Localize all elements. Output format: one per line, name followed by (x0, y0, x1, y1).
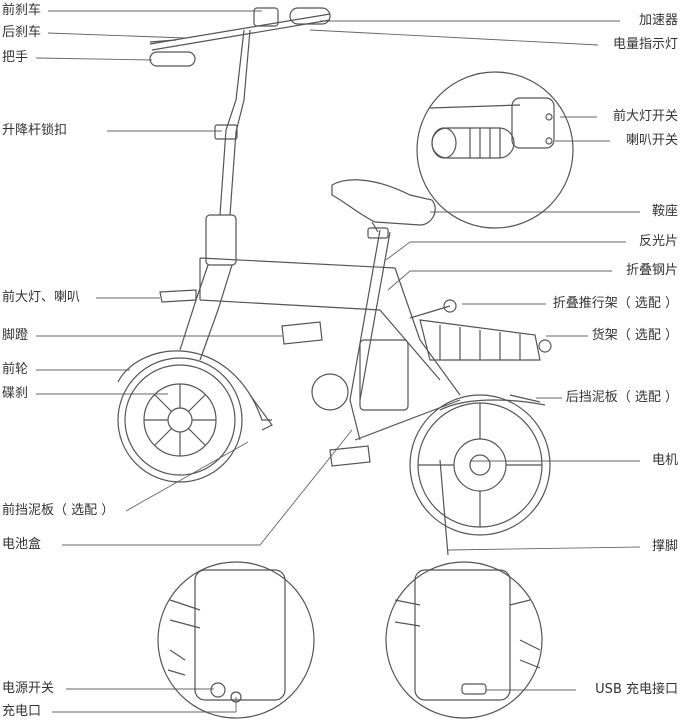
label-rear-fender: 后挡泥板（ 选配 ） (565, 390, 678, 405)
label-pedal: 脚蹬 (2, 328, 29, 343)
label-front-fender: 前挡泥板（ 选配 ） (2, 503, 115, 518)
label-folding-push-rack: 折叠推行架（ 选配 ） (552, 296, 678, 311)
battery-detail-right (385, 561, 543, 719)
saddle-drawing (331, 179, 436, 239)
battery-and-pedals (159, 289, 409, 467)
label-reflector: 反光片 (638, 234, 678, 249)
rear-wheel-drawing (409, 394, 551, 556)
grip-detail-inset (416, 71, 574, 229)
label-folding-plate: 折叠钢片 (625, 263, 678, 278)
handlebar-assembly (149, 7, 331, 216)
label-headlight-switch: 前大灯开关 (612, 109, 678, 124)
label-motor: 电机 (651, 453, 678, 468)
leader-lines-left (35, 10, 353, 713)
label-usb-port: USB 充电接口 (595, 682, 678, 697)
battery-detail-left (157, 561, 315, 719)
label-front-light-horn: 前大灯、喇叭 (2, 290, 81, 305)
label-kickstand: 撑脚 (651, 539, 678, 554)
frame (199, 229, 461, 441)
label-horn-switch: 喇叭开关 (625, 133, 678, 148)
label-cargo-rack: 货架（ 选配 ） (591, 328, 678, 343)
label-handlebar: 把手 (2, 50, 29, 65)
label-rear-brake: 后刹车 (2, 25, 42, 40)
label-front-brake: 前刹车 (2, 3, 42, 18)
label-power-switch: 电源开关 (2, 681, 55, 696)
label-battery-box: 电池盒 (2, 537, 42, 552)
label-saddle: 鞍座 (651, 204, 678, 219)
label-throttle: 加速器 (638, 13, 678, 28)
head-and-fork (179, 214, 237, 361)
front-wheel-drawing (117, 350, 273, 483)
label-seatpost-lock: 升降杆锁扣 (2, 123, 68, 138)
label-battery-indicator: 电量指示灯 (612, 37, 678, 52)
leader-lines-right (309, 20, 641, 691)
label-front-wheel: 前轮 (2, 362, 29, 377)
rear-rack (409, 299, 552, 361)
label-disc-brake: 碟刹 (2, 386, 29, 401)
label-charge-port: 充电口 (2, 704, 42, 719)
